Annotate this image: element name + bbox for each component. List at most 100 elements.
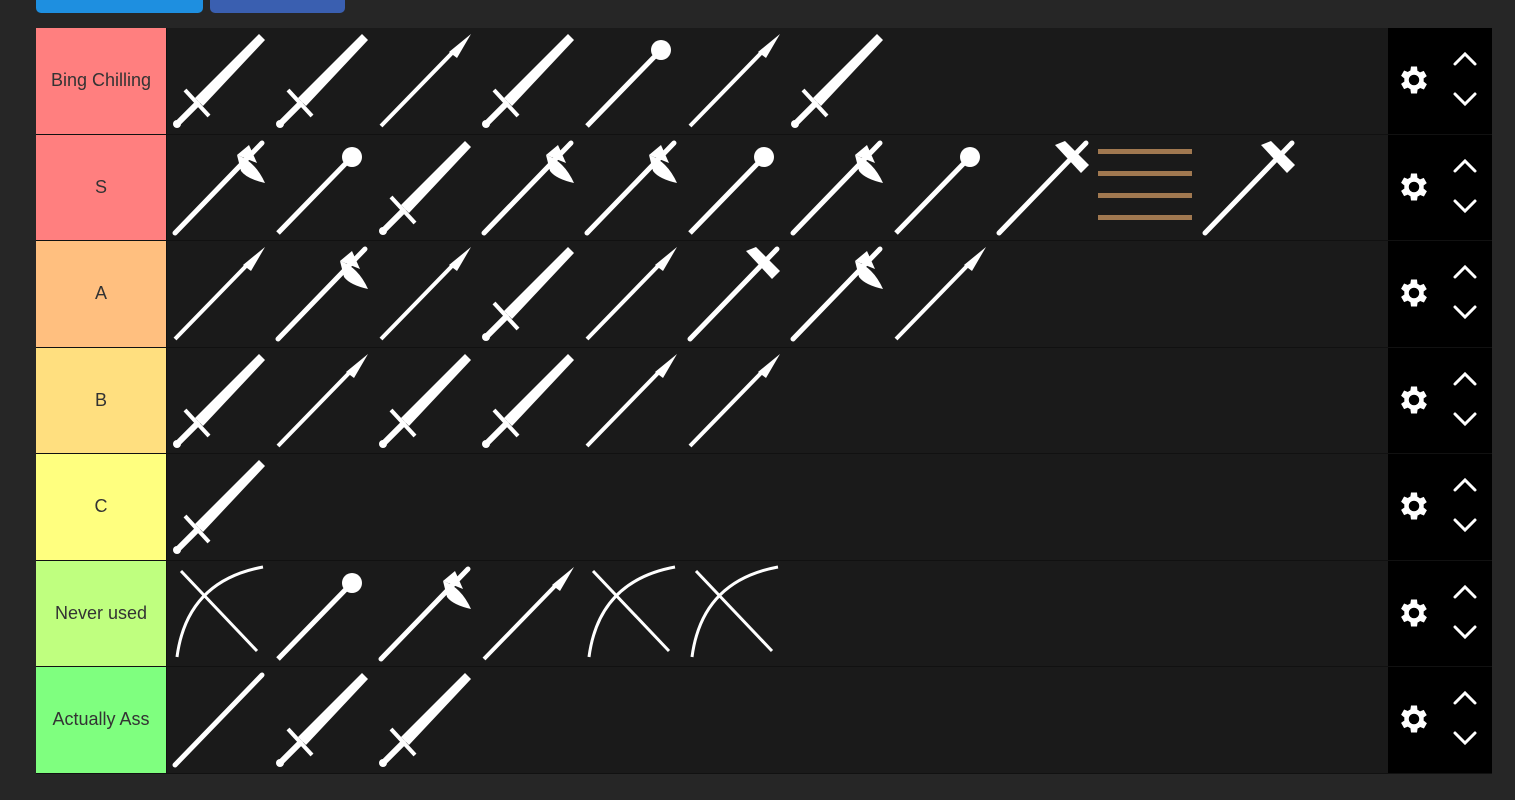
tier-item[interactable] — [270, 348, 373, 453]
chevron-down-icon[interactable] — [1452, 729, 1478, 747]
tier-item[interactable] — [888, 135, 991, 240]
hatchet-icon — [378, 566, 471, 661]
halberd-icon — [379, 34, 471, 128]
tier-item[interactable] — [682, 135, 785, 240]
tier-label[interactable]: Never used — [36, 560, 167, 666]
tier-item[interactable] — [579, 28, 682, 133]
tier-item[interactable] — [682, 348, 785, 453]
tier-items[interactable] — [167, 28, 1388, 134]
halberd-icon — [379, 247, 471, 341]
tier-item[interactable] — [476, 28, 579, 133]
tier-item[interactable] — [888, 241, 991, 346]
tier-row: C — [36, 454, 1492, 561]
tier-item[interactable] — [991, 135, 1094, 240]
tier-item[interactable] — [270, 28, 373, 133]
gear-icon[interactable] — [1396, 382, 1432, 418]
tier-item[interactable] — [373, 241, 476, 346]
chevron-down-icon[interactable] — [1452, 303, 1478, 321]
sword-icon — [482, 34, 574, 128]
chevron-up-icon[interactable] — [1452, 370, 1478, 388]
top-button-primary[interactable] — [36, 0, 203, 13]
tier-item[interactable] — [476, 135, 579, 240]
tier-item[interactable] — [1094, 135, 1197, 240]
chevron-down-icon[interactable] — [1452, 516, 1478, 534]
tier-item[interactable] — [579, 241, 682, 346]
rapier-icon — [379, 353, 471, 448]
tier-item[interactable] — [167, 28, 270, 133]
tier-item[interactable] — [167, 454, 270, 559]
tier-item[interactable] — [373, 561, 476, 666]
tier-item[interactable] — [167, 135, 270, 240]
tier-item[interactable] — [270, 241, 373, 346]
tier-item[interactable] — [785, 135, 888, 240]
chevron-up-icon[interactable] — [1452, 263, 1478, 281]
tier-item[interactable] — [579, 348, 682, 453]
chevron-down-icon[interactable] — [1452, 90, 1478, 108]
tier-items[interactable] — [167, 347, 1388, 453]
chevron-down-icon[interactable] — [1452, 410, 1478, 428]
tier-item[interactable] — [373, 135, 476, 240]
tier-item[interactable] — [579, 561, 682, 666]
axe-icon — [172, 140, 265, 235]
chevron-down-icon[interactable] — [1452, 197, 1478, 215]
tier-item[interactable] — [167, 348, 270, 453]
tier-label[interactable]: Actually Ass — [36, 667, 167, 773]
tier-label[interactable]: Bing Chilling — [36, 28, 167, 134]
tier-label[interactable]: B — [36, 347, 167, 453]
tier-controls — [1388, 454, 1492, 560]
tier-item[interactable] — [167, 561, 270, 666]
pickaxe-icon — [790, 246, 883, 342]
chevron-up-icon[interactable] — [1452, 157, 1478, 175]
tier-item[interactable] — [476, 241, 579, 346]
tier-label[interactable]: C — [36, 454, 167, 560]
gear-icon[interactable] — [1396, 595, 1432, 631]
tier-item[interactable] — [579, 135, 682, 240]
tier-item[interactable] — [682, 241, 785, 346]
tier-controls — [1388, 241, 1492, 347]
spear-icon — [276, 353, 368, 447]
gear-icon[interactable] — [1396, 275, 1432, 311]
shortsword-icon — [173, 460, 265, 554]
tier-item[interactable] — [373, 28, 476, 133]
serrated-club-icon — [276, 146, 362, 235]
war-pick-icon — [1202, 140, 1295, 235]
gear-icon[interactable] — [1396, 62, 1432, 98]
chevron-down-icon[interactable] — [1452, 623, 1478, 641]
tier-item[interactable] — [167, 241, 270, 346]
tier-item[interactable] — [373, 348, 476, 453]
tier-item[interactable] — [270, 667, 373, 772]
chevron-up-icon[interactable] — [1452, 583, 1478, 601]
tier-item[interactable] — [270, 135, 373, 240]
tier-item[interactable] — [785, 241, 888, 346]
sword-icon — [173, 353, 265, 448]
gear-icon[interactable] — [1396, 701, 1432, 737]
tier-item[interactable] — [1197, 135, 1300, 240]
tier-item[interactable] — [373, 667, 476, 772]
chevron-up-icon[interactable] — [1452, 689, 1478, 707]
tier-row: B — [36, 347, 1492, 454]
tier-item[interactable] — [785, 28, 888, 133]
tier-items[interactable] — [167, 134, 1388, 240]
gear-icon[interactable] — [1396, 488, 1432, 524]
tier-item[interactable] — [476, 348, 579, 453]
tier-label[interactable]: A — [36, 241, 167, 347]
tier-items[interactable] — [167, 560, 1388, 666]
tier-label[interactable]: S — [36, 134, 167, 240]
gear-icon[interactable] — [1396, 169, 1432, 205]
tier-item[interactable] — [682, 28, 785, 133]
tier-items[interactable] — [167, 454, 1388, 560]
tier-items[interactable] — [167, 667, 1388, 773]
crossbow-icon — [587, 565, 676, 657]
tier-item[interactable] — [270, 561, 373, 666]
top-button-secondary[interactable] — [210, 0, 345, 13]
tier-item[interactable] — [167, 667, 270, 772]
chevron-up-icon[interactable] — [1452, 476, 1478, 494]
chevron-up-icon[interactable] — [1452, 50, 1478, 68]
tier-controls — [1388, 560, 1492, 666]
tier-controls — [1388, 28, 1492, 134]
sabre-icon — [482, 353, 574, 448]
polearm-axe-icon — [481, 140, 574, 235]
tier-item[interactable] — [476, 561, 579, 666]
tier-items[interactable] — [167, 241, 1388, 347]
tier-item[interactable] — [682, 561, 785, 666]
